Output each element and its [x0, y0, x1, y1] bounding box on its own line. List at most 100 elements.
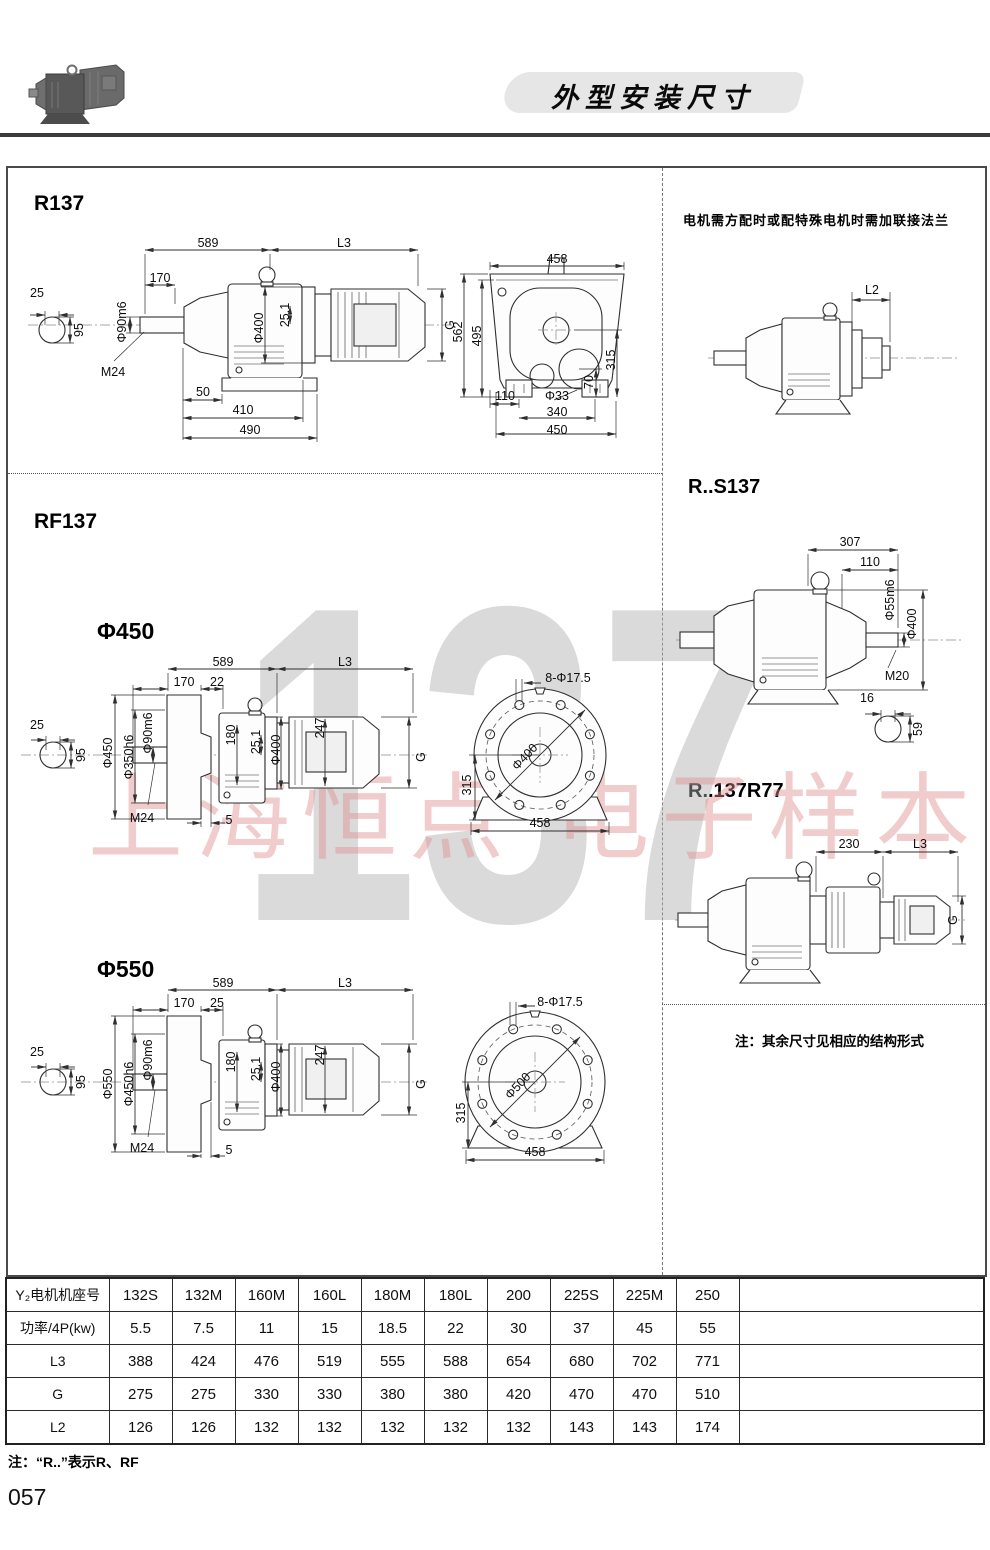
dim-label: 5: [225, 812, 233, 827]
dim-label: 458: [546, 251, 568, 266]
table-cell: 22: [423, 1311, 488, 1345]
dim-label: L3: [338, 975, 352, 990]
dim-label: 25: [30, 1044, 44, 1059]
dim-label: Φ90m6: [114, 301, 129, 343]
table-cell: 200: [486, 1277, 551, 1312]
dim-label: 95: [73, 1075, 88, 1089]
table-cell: 126: [108, 1410, 173, 1445]
r137-side-drawing: [28, 247, 452, 442]
dim-label: 170: [149, 270, 171, 285]
dim-label: 458: [524, 1144, 546, 1159]
table-cell: 45: [612, 1311, 677, 1345]
table-cell: 519: [297, 1344, 362, 1378]
table-cell: 424: [171, 1344, 236, 1378]
table-cell-empty: [738, 1410, 985, 1445]
table-cell: 132: [234, 1410, 299, 1445]
table-cell: 476: [234, 1344, 299, 1378]
dim-label: 589: [197, 235, 219, 250]
dim-label: Φ90m6: [140, 1039, 155, 1081]
dim-label: 22: [210, 674, 224, 689]
dim-label: 95: [73, 748, 88, 762]
table-cell: 225S: [549, 1277, 614, 1312]
dim-label: L3: [337, 235, 351, 250]
gearmotor-photo: [28, 64, 125, 124]
table-cell: 37: [549, 1311, 614, 1345]
dim-label: 25.1: [277, 302, 292, 328]
table-cell: 180M: [360, 1277, 425, 1312]
dim-label: G: [413, 1079, 428, 1089]
dim-label: 315: [459, 774, 474, 796]
table-cell-empty: [738, 1344, 985, 1378]
table-cell: 330: [297, 1377, 362, 1411]
r137-end-drawing: [460, 257, 625, 438]
row-header: 功率/4P(kw): [5, 1311, 110, 1345]
dim-label: 50: [196, 384, 210, 399]
table-row: 功率/4P(kw) 5.5 7.5 11 15 18.5 22 30 37 45…: [5, 1311, 985, 1345]
dim-label: M20: [884, 668, 910, 683]
subsection-title-450: Φ450: [97, 618, 155, 644]
table-cell-empty: [738, 1311, 985, 1345]
dim-label: 247: [312, 1044, 327, 1066]
header-rule: [0, 133, 990, 137]
table-cell: 330: [234, 1377, 299, 1411]
table-cell: 132: [297, 1410, 362, 1445]
table-row: L2 126 126 132 132 132 132 132 143 143 1…: [5, 1410, 985, 1445]
dim-label: 589: [212, 975, 234, 990]
dim-label: 170: [173, 674, 195, 689]
table-cell: 7.5: [171, 1311, 236, 1345]
dim-label: Φ400: [268, 734, 283, 766]
table-cell: 143: [549, 1410, 614, 1445]
table-cell: 250: [675, 1277, 740, 1312]
table-cell: 555: [360, 1344, 425, 1378]
row-header: L2: [5, 1410, 110, 1445]
dim-label: 5: [225, 1142, 233, 1157]
table-cell: 420: [486, 1377, 551, 1411]
row-header: L3: [5, 1344, 110, 1378]
dim-label: 495: [469, 325, 484, 347]
table-cell: 275: [171, 1377, 236, 1411]
dim-label: 16: [860, 690, 874, 705]
table-cell: 380: [360, 1377, 425, 1411]
dim-label: 8-Φ17.5: [545, 670, 591, 685]
dim-label: 59: [910, 722, 925, 736]
section-title-rf137: RF137: [34, 510, 98, 533]
table-cell: 143: [612, 1410, 677, 1445]
table-cell: 132: [486, 1410, 551, 1445]
table-cell: 388: [108, 1344, 173, 1378]
table-cell: 160M: [234, 1277, 299, 1312]
dim-label: 562: [450, 321, 465, 343]
table-cell: 55: [675, 1311, 740, 1345]
section-title-r137: R137: [34, 192, 85, 215]
table-row: L3 388 424 476 519 555 588 654 680 702 7…: [5, 1344, 985, 1378]
dim-label: 589: [212, 654, 234, 669]
column-divider: [662, 168, 663, 1275]
rf137-450-flange-drawing: [469, 679, 610, 835]
dimension-table: Y₂电机机座号 132S 132M 160M 160L 180M 180L 20…: [5, 1277, 985, 1445]
dim-label: 25: [30, 285, 44, 300]
table-cell: 588: [423, 1344, 488, 1378]
left-section-divider: [8, 473, 662, 474]
dim-label: Φ550: [100, 1068, 115, 1100]
table-cell: 225M: [612, 1277, 677, 1312]
table-row: Y₂电机机座号 132S 132M 160M 160L 180M 180L 20…: [5, 1277, 985, 1312]
table-cell: 510: [675, 1377, 740, 1411]
dim-label: 180: [223, 724, 238, 746]
row-header: Y₂电机机座号: [5, 1277, 110, 1312]
dim-label: Φ450h6: [121, 1061, 136, 1107]
dim-label: 230: [838, 836, 860, 851]
table-cell: 680: [549, 1344, 614, 1378]
rs137-drawing: [676, 547, 962, 743]
page-number: 057: [8, 1484, 47, 1510]
dim-label: Φ90m6: [140, 712, 155, 754]
content-frame: [6, 166, 987, 1277]
dim-label: 25.1: [248, 1056, 263, 1082]
table-cell: 275: [108, 1377, 173, 1411]
table-cell: 11: [234, 1311, 299, 1345]
dim-label: 307: [839, 534, 861, 549]
dim-label: G: [945, 915, 960, 925]
dim-label: M24: [129, 810, 155, 825]
dim-label: L3: [913, 836, 927, 851]
table-footnote: 注：“R..”表示R、RF: [8, 1454, 139, 1470]
dim-label: 340: [546, 404, 568, 419]
